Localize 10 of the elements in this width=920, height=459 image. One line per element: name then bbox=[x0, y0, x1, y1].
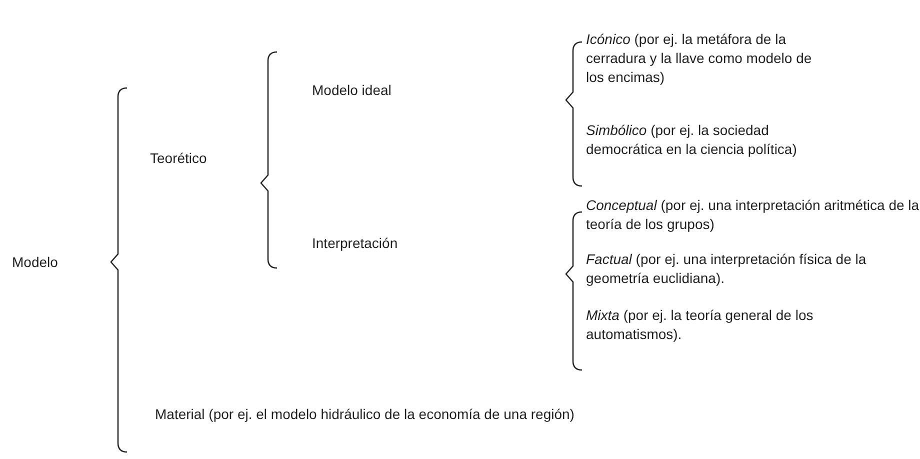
category-text: Modelo bbox=[12, 253, 58, 272]
category-text: Modelo ideal bbox=[312, 81, 392, 100]
category-text: Conceptual (por ej. una interpretación aritmética de la teoría de los grupos) bbox=[586, 196, 920, 234]
category-text: Icónico (por ej. la metáfora de la cerradura y la llave como modelo de los encimas) bbox=[586, 30, 813, 87]
category-text: Mixta (por ej. la teoría general de los automatismos). bbox=[586, 306, 814, 344]
category-text: Factual (por ej. una interpretación física de la geometría euclidiana). bbox=[586, 250, 868, 288]
category-text: Teorético bbox=[150, 149, 207, 168]
category-text: Material (por ej. el modelo hidráulico de la economía de una región) bbox=[155, 405, 574, 424]
category-text: Interpretación bbox=[312, 234, 398, 253]
category-text: Simbólico (por ej. la sociedad democrática en la ciencia política) bbox=[586, 121, 798, 159]
